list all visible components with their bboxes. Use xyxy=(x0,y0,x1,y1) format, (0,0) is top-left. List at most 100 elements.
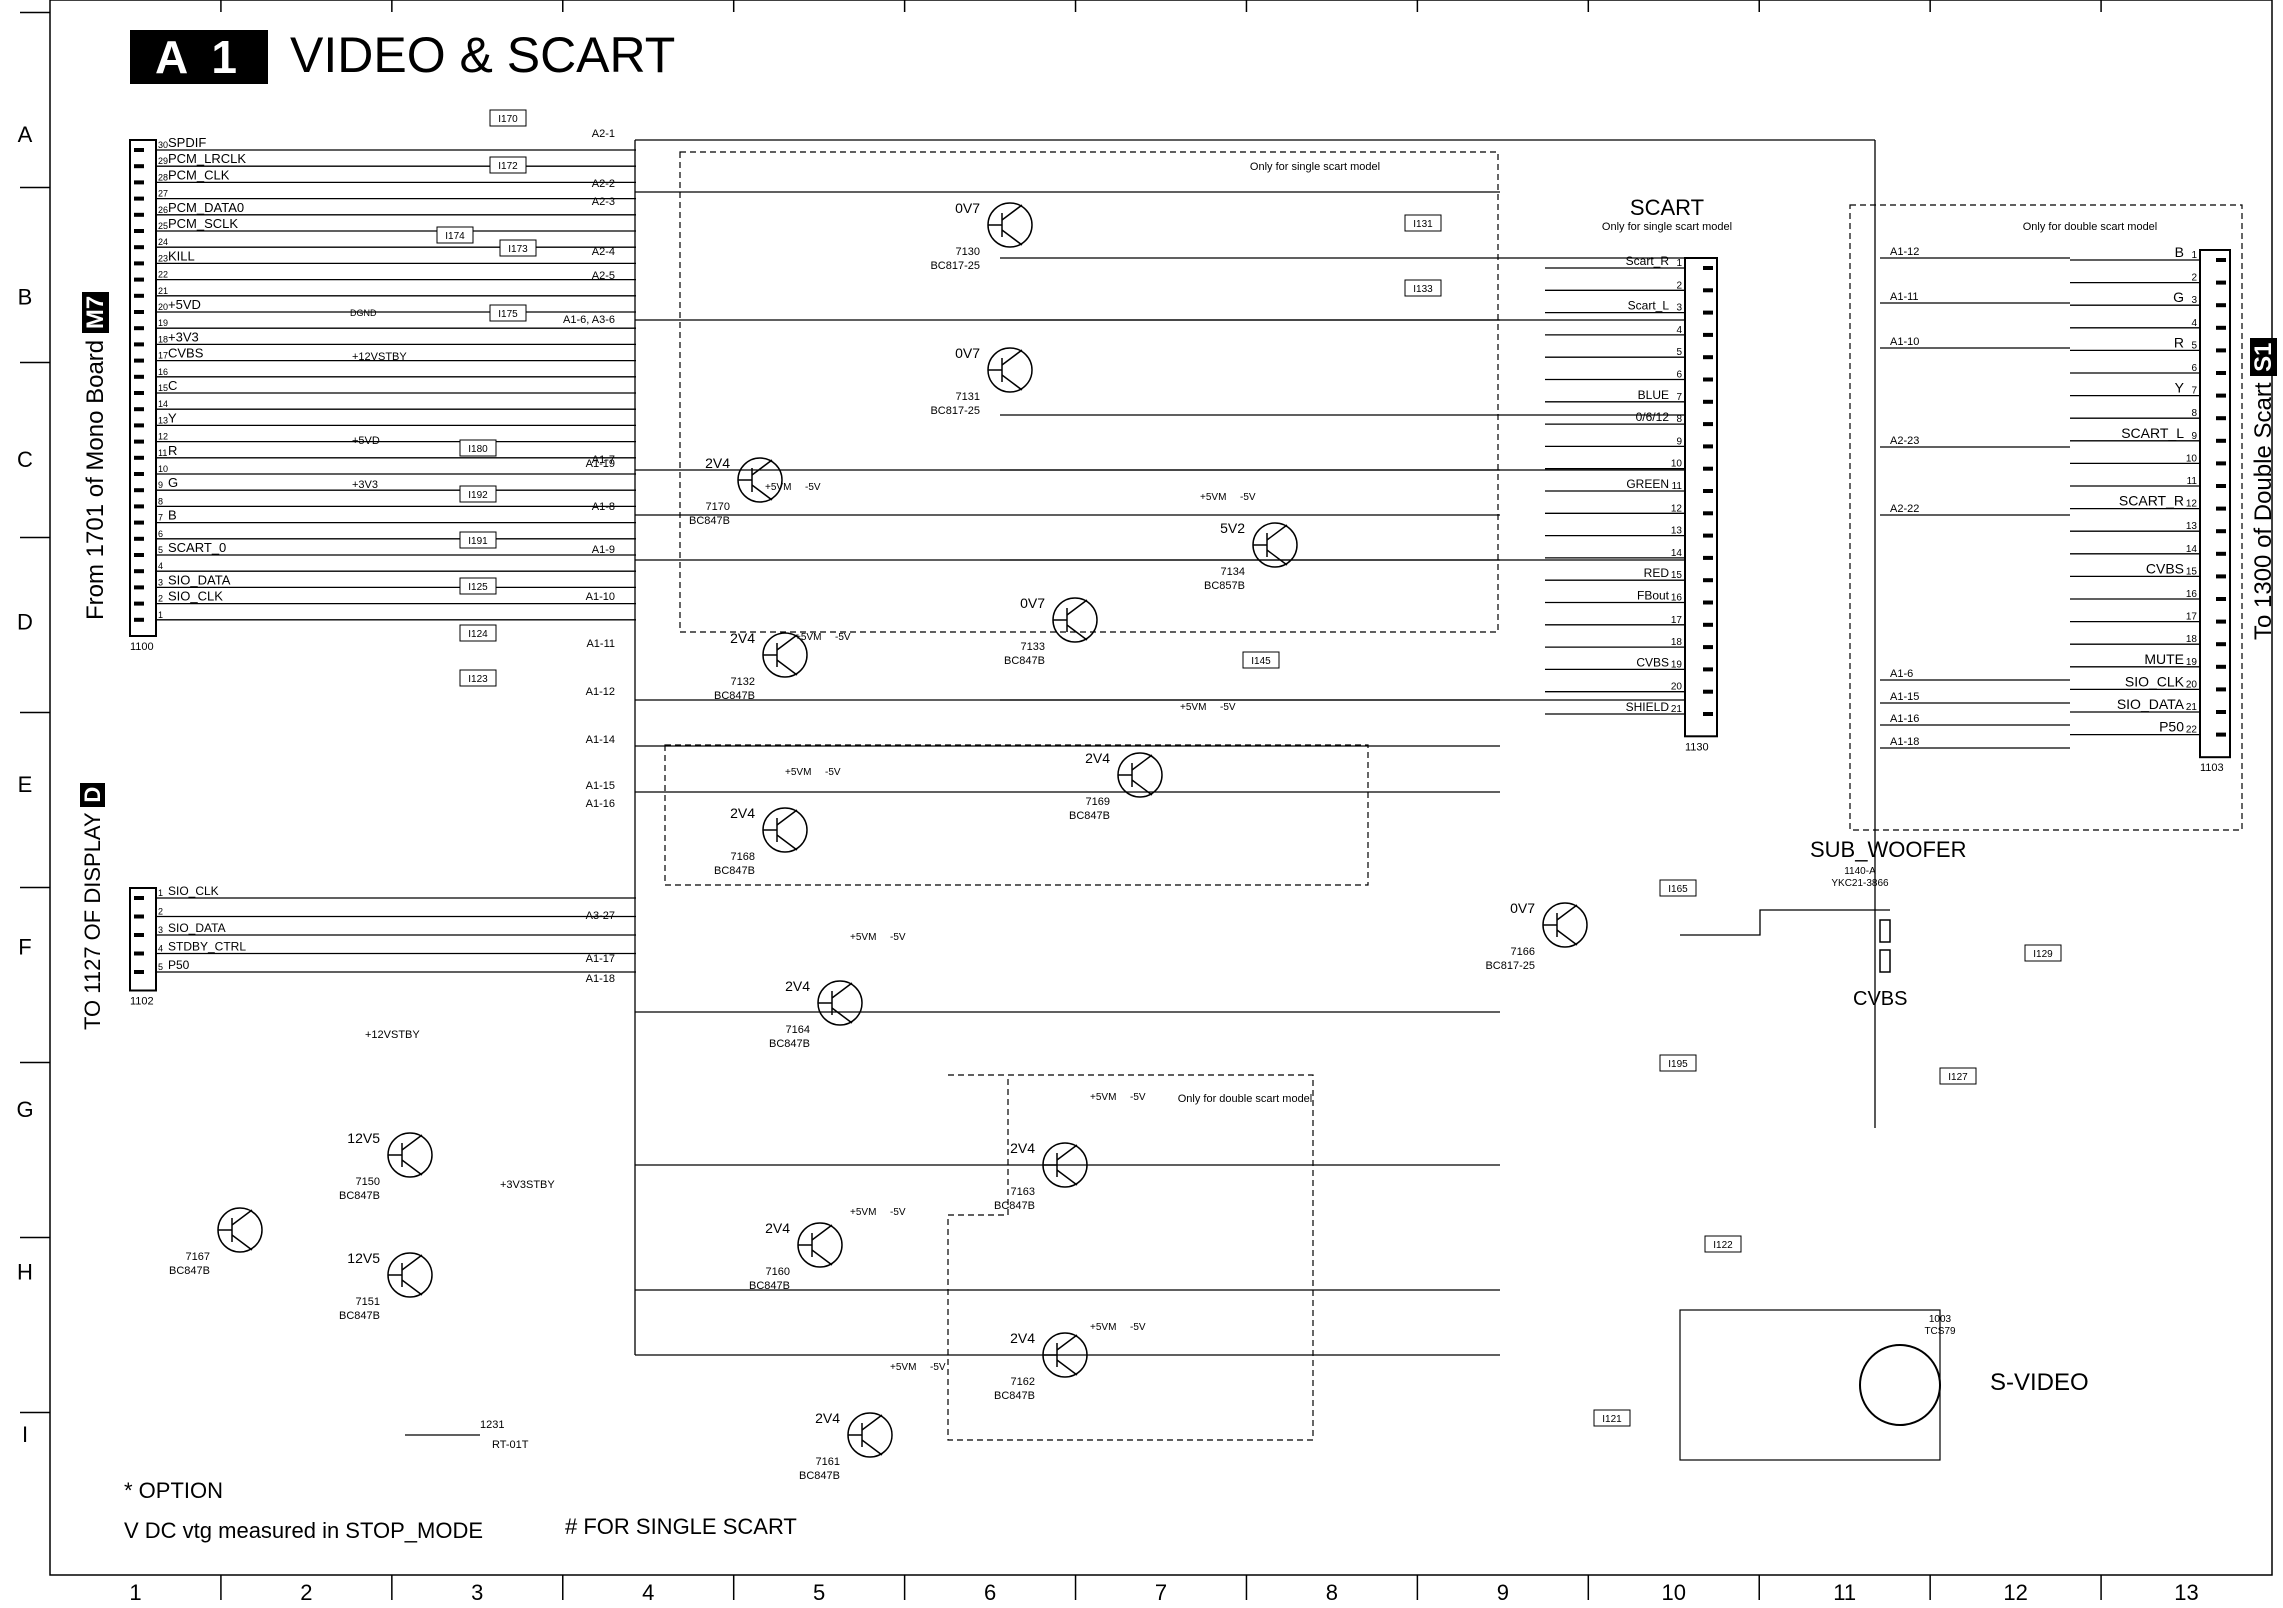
transistor-ref: 7168 xyxy=(731,851,755,863)
transistor-voltage: 0V7 xyxy=(955,345,980,361)
pin-number: 14 xyxy=(2186,544,2198,555)
pin-number: 2 xyxy=(158,907,163,917)
power-label: +5VM xyxy=(850,1207,876,1218)
transistor-voltage: 2V4 xyxy=(730,805,755,821)
net-tag: I122 xyxy=(1704,1235,1742,1253)
pin-number: 4 xyxy=(158,944,163,954)
wires xyxy=(156,139,2200,1461)
pin-mark xyxy=(2216,416,2226,421)
pin-number: 15 xyxy=(158,383,168,393)
transistor-collector xyxy=(831,982,853,999)
net-tag-label: I192 xyxy=(468,490,488,501)
net-right-label: A1-12 xyxy=(1890,246,1919,258)
pin-number: 7 xyxy=(158,513,163,523)
pin-mark xyxy=(1703,489,1713,493)
pin-number: 18 xyxy=(1671,637,1683,648)
net-left-label: A2-1 xyxy=(592,128,615,140)
net-right-label: A2-22 xyxy=(1890,503,1919,515)
pin-number: 22 xyxy=(158,270,168,280)
pin-number: 4 xyxy=(158,561,163,571)
pin-mark xyxy=(134,504,144,509)
grid-col-label: 10 xyxy=(1662,1580,1686,1605)
net-tag-box xyxy=(1659,879,1697,897)
power-label: +5VM xyxy=(1090,1092,1116,1103)
power-label: -5V xyxy=(1220,702,1236,713)
pin-mark xyxy=(1703,645,1713,650)
pin-label: KILL xyxy=(168,248,195,263)
pin-number: 10 xyxy=(2186,453,2198,464)
single-scart-box xyxy=(679,151,1499,633)
power-label: +5VM xyxy=(795,632,821,643)
net-tag: I127 xyxy=(1939,1067,1977,1085)
pin-mark xyxy=(2216,687,2226,692)
pin-number: 1 xyxy=(2191,250,2197,261)
pin-mark xyxy=(134,326,144,331)
pin-mark xyxy=(134,310,144,314)
pin-mark xyxy=(134,164,144,169)
transistor-ref: 7130 xyxy=(956,246,980,258)
pin-mark xyxy=(134,212,144,217)
transistor-7132 xyxy=(762,632,808,678)
grid-row-label: D xyxy=(17,610,33,635)
power-label: -5V xyxy=(835,632,851,643)
pin-number: 11 xyxy=(2187,476,2198,487)
transistor-emitter xyxy=(231,1234,253,1251)
pin-mark xyxy=(134,196,144,201)
transistor-7133 xyxy=(1052,597,1098,643)
pin-label: PCM_LRCLK xyxy=(168,151,246,166)
grid-col-label: 13 xyxy=(2174,1580,2198,1605)
svideo-part: TCS79 xyxy=(1924,1326,1956,1337)
transistor-voltage: 2V4 xyxy=(705,455,730,471)
sheet-frame xyxy=(20,0,2273,1600)
pin-label: SIO_DATA xyxy=(2117,696,2185,712)
transistor-collector xyxy=(1556,904,1578,921)
pin-label: RED xyxy=(1644,566,1670,580)
transistor-type: BC847B xyxy=(749,1280,790,1292)
pin-number: 8 xyxy=(2191,408,2197,419)
transistor-7161 xyxy=(847,1412,893,1458)
power-label: -5V xyxy=(930,1362,946,1373)
transistor-7168 xyxy=(762,807,808,853)
pin-mark xyxy=(2216,484,2226,488)
net-tag-box xyxy=(489,109,527,127)
net-tag-label: I123 xyxy=(468,674,488,685)
pin-mark xyxy=(2216,732,2226,737)
power-label: -5V xyxy=(1130,1322,1146,1333)
pin-number: 13 xyxy=(1671,526,1683,537)
pin-number: 6 xyxy=(2191,363,2197,374)
pin-mark xyxy=(134,293,144,298)
net-tag-label: I174 xyxy=(445,231,465,242)
net-tag-box xyxy=(1659,1054,1697,1072)
pin-number: 25 xyxy=(158,221,168,231)
net-tag-box xyxy=(459,485,497,503)
pin-number: 17 xyxy=(158,351,168,361)
transistor-voltage: 12V5 xyxy=(347,1250,380,1266)
net-tag: I192 xyxy=(459,485,497,503)
transistor-type: BC857B xyxy=(1204,580,1245,592)
pin-number: 17 xyxy=(2186,612,2198,623)
pin-mark xyxy=(1703,600,1713,605)
pin-number: 2 xyxy=(158,594,163,604)
svideo-ref: 1003 xyxy=(1929,1314,1952,1325)
pin-number: 2 xyxy=(2191,273,2197,284)
net-tag-box xyxy=(1242,651,1280,669)
pin-label: SIO_CLK xyxy=(168,589,223,604)
net-right-label: A1-18 xyxy=(1890,736,1919,748)
scart-title: SCART xyxy=(1630,195,1704,220)
pin-number: 23 xyxy=(158,253,168,263)
net-left-label: A1-7 xyxy=(592,454,615,466)
transistor-7169 xyxy=(1117,752,1163,798)
pin-number: 20 xyxy=(158,302,168,312)
net-tag-box xyxy=(1704,1235,1742,1253)
net-tag: I125 xyxy=(459,577,497,595)
transistor-collector xyxy=(776,634,798,651)
net-left-label: A1-14 xyxy=(586,734,615,746)
grid-col-label: 12 xyxy=(2003,1580,2027,1605)
inner-border xyxy=(49,0,2273,1576)
